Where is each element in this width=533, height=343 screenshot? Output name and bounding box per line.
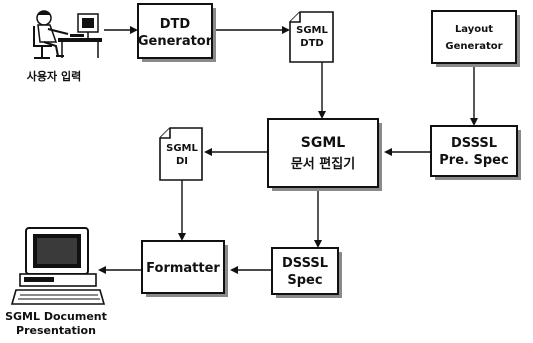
formatter-box: Formatter	[142, 241, 228, 297]
dsssl-spec-box: DSSSL Spec	[272, 248, 342, 298]
layout-generator-label-line1: Layout	[455, 24, 493, 35]
dsssl-pre-spec-label-line2: Pre. Spec	[439, 153, 508, 168]
sgml-editor-box: SGML 문서 편집기	[268, 119, 382, 191]
sgml-editor-label-line2: 문서 편집기	[291, 156, 355, 172]
output-terminal-icon	[12, 228, 104, 304]
arrow-editor-to-sgml-di	[204, 148, 268, 156]
sgml-dtd-document: SGML DTD	[290, 12, 333, 62]
dtd-generator-label-line2: Generator	[138, 34, 213, 49]
dsssl-pre-spec-box: DSSSL Pre. Spec	[431, 126, 521, 180]
sgml-di-document: SGML DI	[160, 128, 202, 180]
arrow-dtd-generator-to-sgml-dtd	[216, 26, 290, 34]
arrow-dsssl-spec-to-formatter	[230, 266, 272, 274]
user-at-computer-icon	[34, 11, 102, 59]
formatter-label: Formatter	[146, 261, 220, 276]
dtd-generator-box: DTD Generator	[138, 4, 216, 62]
arrow-layout-generator-to-pre-spec	[470, 67, 478, 126]
dtd-generator-label-line1: DTD	[160, 17, 191, 32]
sgml-dtd-label-line2: DTD	[300, 38, 323, 49]
dsssl-pre-spec-label-line1: DSSSL	[451, 136, 497, 151]
arrow-formatter-to-output	[98, 266, 142, 274]
dsssl-spec-label-line1: DSSSL	[282, 256, 328, 271]
user-input-caption: 사용자 입력	[27, 69, 81, 83]
layout-generator-box: Layout Generator	[432, 11, 520, 67]
sgml-di-label-line2: DI	[176, 156, 188, 167]
arrow-editor-to-dsssl-spec	[314, 191, 322, 248]
arrow-sgml-dtd-to-editor	[318, 62, 326, 119]
layout-generator-label-line2: Generator	[445, 41, 502, 52]
sgml-editor-label-line1: SGML	[301, 135, 346, 151]
output-caption-line1: SGML Document	[5, 310, 107, 323]
output-caption-line2: Presentation	[16, 324, 96, 337]
arrow-user-to-dtd-generator	[104, 26, 138, 34]
sgml-di-label-line1: SGML	[166, 143, 198, 154]
arrow-pre-spec-to-editor	[384, 148, 431, 156]
dsssl-spec-label-line2: Spec	[287, 273, 322, 288]
arrow-sgml-di-to-formatter	[178, 180, 186, 241]
sgml-dtd-label-line1: SGML	[296, 25, 328, 36]
